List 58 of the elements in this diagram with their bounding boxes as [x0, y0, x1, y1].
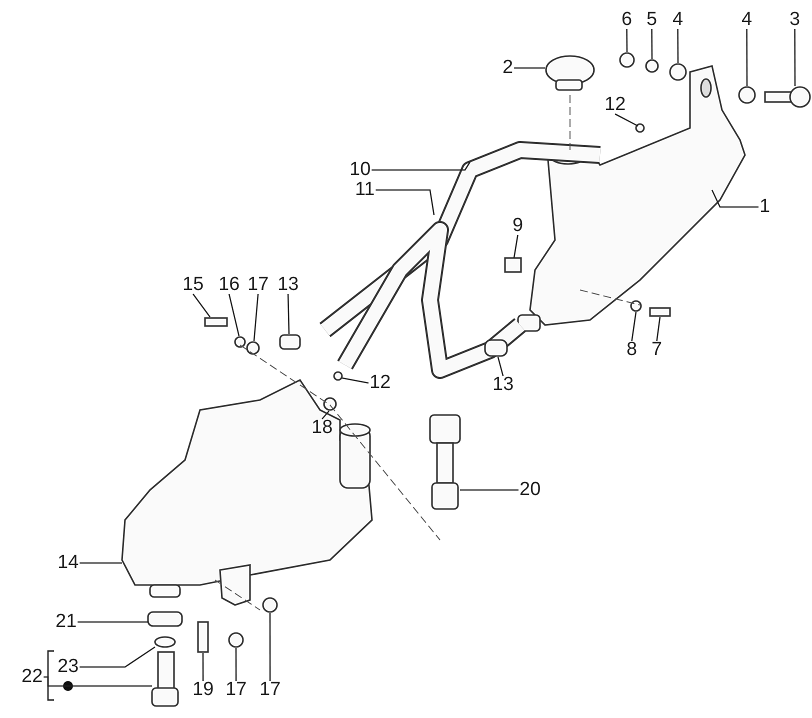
- callout-number: 11: [355, 180, 375, 200]
- leader-line: [44, 676, 152, 687]
- callout-number: 13: [278, 275, 299, 295]
- callout-number: 12: [604, 95, 626, 115]
- leader-line: [651, 29, 653, 59]
- leader-line: [322, 410, 330, 420]
- callout-number: 2: [502, 58, 514, 78]
- leader-line: [253, 294, 259, 342]
- leader-line: [342, 377, 369, 384]
- leader-line: [269, 613, 271, 681]
- leader-line: [460, 489, 518, 491]
- leader-line: [287, 294, 290, 334]
- o-ring-drawing: [154, 636, 176, 648]
- callout-number: 18: [312, 418, 333, 438]
- callout-number: 3: [790, 10, 800, 30]
- callout-number: 12: [370, 373, 391, 393]
- callout-number: 6: [622, 10, 632, 30]
- callout-number: 9: [512, 216, 524, 236]
- leader-line: [711, 190, 758, 208]
- leader-line: [497, 356, 504, 376]
- callout-number: 20: [520, 480, 541, 500]
- leader-line: [78, 621, 148, 623]
- leader-line: [376, 189, 435, 216]
- callout-number: 4: [672, 10, 684, 30]
- callout-number: 8: [626, 340, 638, 360]
- callout-number: 1: [760, 197, 770, 217]
- leader-line: [228, 294, 240, 336]
- callout-number: 23: [58, 657, 79, 677]
- callout-number: 16: [218, 275, 240, 295]
- callout-number: 17: [260, 680, 281, 700]
- leader-line: [235, 648, 237, 681]
- leader-line: [677, 29, 679, 63]
- leader-line: [80, 562, 122, 564]
- leader-line: [746, 29, 748, 86]
- leader-line: [372, 162, 471, 171]
- callout-number: 21: [56, 612, 77, 632]
- callout-number: 19: [192, 680, 214, 700]
- leader-line: [513, 234, 518, 258]
- leader-line: [80, 646, 156, 668]
- leader-line: [192, 294, 211, 318]
- leader-line: [202, 653, 204, 681]
- leader-line: [631, 312, 637, 342]
- callout-number: 17: [226, 680, 247, 700]
- nozzle-drawing: [151, 651, 179, 707]
- callout-number: 14: [58, 553, 79, 573]
- leader-line: [614, 113, 638, 127]
- callout-number: 5: [646, 10, 658, 30]
- leader-line: [626, 29, 628, 52]
- callout-number: 13: [492, 375, 514, 395]
- leader-line: [794, 29, 796, 86]
- leader-line: [514, 67, 545, 69]
- callout-number: 15: [182, 275, 204, 295]
- callout-number: 10: [350, 160, 371, 180]
- callout-number: 7: [652, 340, 662, 360]
- callout-number: 22: [22, 667, 43, 687]
- callout-number: 4: [742, 10, 752, 30]
- callout-number: 17: [248, 275, 269, 295]
- leader-line: [656, 316, 661, 342]
